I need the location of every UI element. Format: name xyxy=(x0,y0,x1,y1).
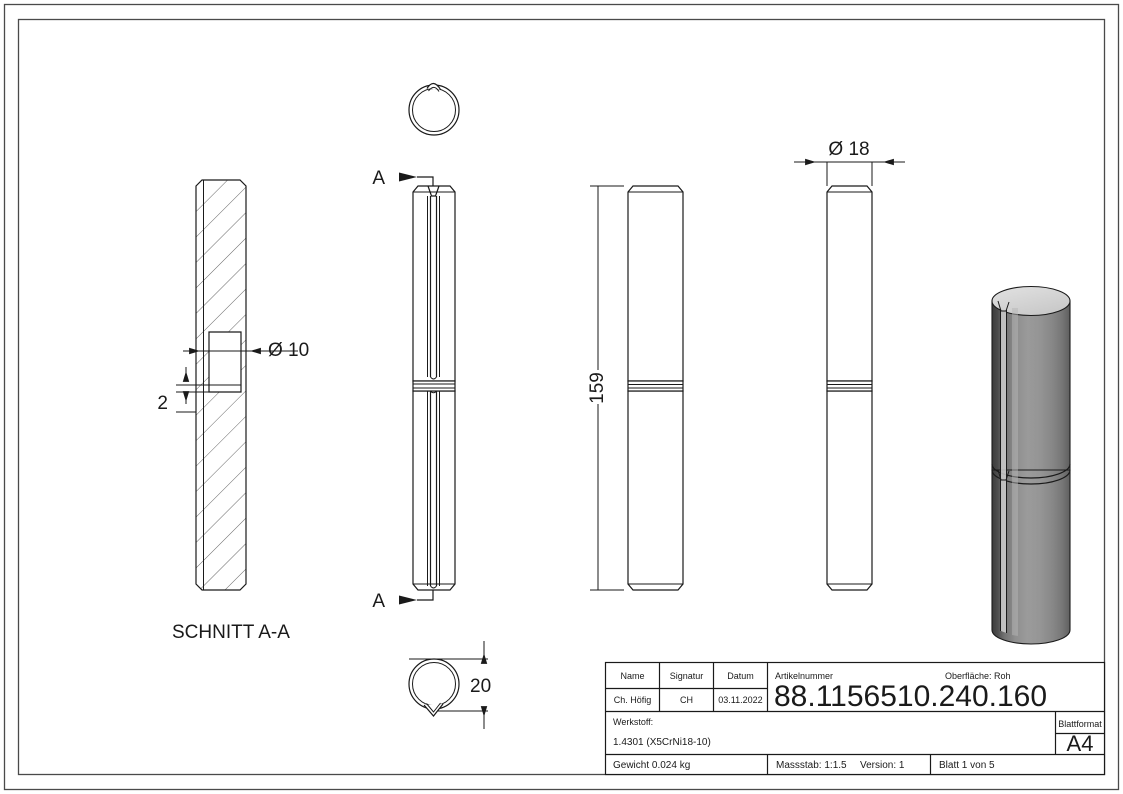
title-block-value-article-number: 88.1156510.240.160 xyxy=(774,680,1047,713)
title-block: Name Signatur Datum Artikelnummer Oberfl… xyxy=(604,661,1106,776)
dimension-outer-diameter-label: Ø 18 xyxy=(828,139,869,160)
dimension-lug-label: 20 xyxy=(470,676,491,697)
dimension-groove-depth: 2 xyxy=(157,367,196,414)
title-block-header-signature: Signatur xyxy=(670,671,704,681)
title-block-value-sheet-count: Blatt 1 von 5 xyxy=(939,760,995,771)
section-mark-bottom-label: A xyxy=(372,591,385,612)
section-mark-top-label: A xyxy=(372,168,385,189)
title-block-header-material: Werkstoff: xyxy=(613,717,653,727)
title-block-value-weight: Gewicht 0.024 kg xyxy=(613,760,690,771)
dimension-bore-diameter-label: Ø 10 xyxy=(268,340,309,361)
side-view: 159 xyxy=(587,185,684,591)
title-block-value-date: 03.11.2022 xyxy=(718,695,762,705)
section-view-caption: SCHNITT A-A xyxy=(172,622,290,643)
dimension-overall-length-label: 159 xyxy=(587,372,608,404)
bottom-end-circle-view: 20 xyxy=(408,641,491,729)
front-view-grooved-pin: A A xyxy=(372,168,456,612)
dimension-outer-diameter: Ø 18 xyxy=(794,139,905,186)
title-block-value-scale: Massstab: 1:1.5 xyxy=(776,760,847,771)
section-view-a-a: Ø 10 2 SCHNITT A-A xyxy=(157,179,309,643)
title-block-value-signature: CH xyxy=(680,695,693,705)
section-mark-bottom: A xyxy=(372,590,434,612)
title-block-value-material: 1.4301 (X5CrNi18-10) xyxy=(613,737,711,748)
title-block-header-article-number: Artikelnummer xyxy=(775,671,833,681)
title-block-header-date: Datum xyxy=(727,671,754,681)
title-block-header-sheet-format: Blattformat xyxy=(1058,719,1102,729)
title-block-header-name: Name xyxy=(620,671,644,681)
top-end-circle-view xyxy=(408,82,460,136)
section-mark-top: A xyxy=(372,168,434,189)
isometric-pin-render xyxy=(991,285,1071,645)
title-block-value-name: Ch. Höfig xyxy=(614,695,652,705)
sheet-border xyxy=(3,3,1120,791)
title-block-header-surface: Oberfläche: Roh xyxy=(945,671,1011,681)
dimension-bore-diameter: Ø 10 xyxy=(183,340,309,361)
title-block-value-version: Version: 1 xyxy=(860,760,905,771)
title-block-value-sheet-format: A4 xyxy=(1067,731,1094,756)
dimension-overall-length: 159 xyxy=(587,185,624,591)
dimension-lug: 20 xyxy=(409,641,491,729)
right-view: Ø 18 xyxy=(794,139,905,591)
dimension-groove-depth-label: 2 xyxy=(157,393,168,414)
